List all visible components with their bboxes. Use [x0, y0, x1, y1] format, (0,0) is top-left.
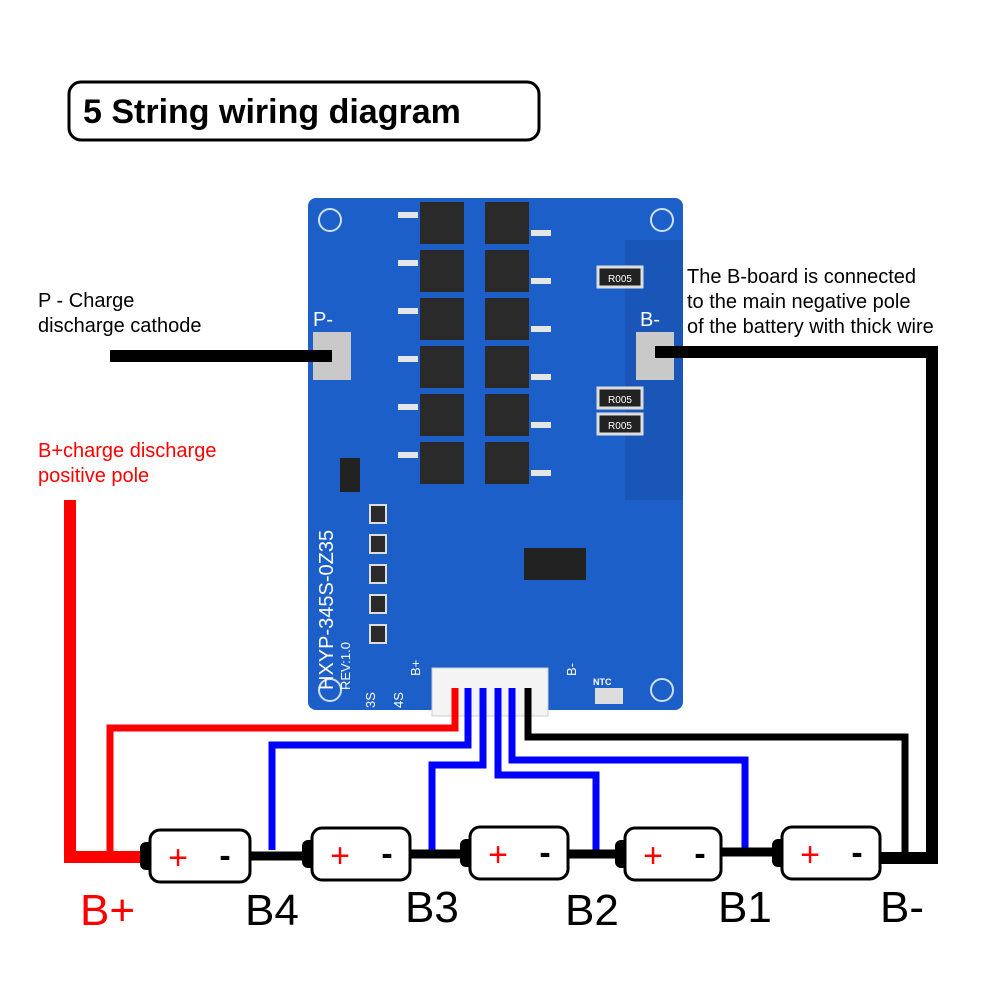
terminal-b3: B3: [405, 883, 459, 932]
svg-text:+: +: [488, 836, 508, 874]
title-box: 5 String wiring diagram: [67, 80, 541, 142]
bms-board: R005 R005 R005 P- B- HXYP-345S-0Z35 REV:…: [308, 198, 683, 717]
b1-sense-wire: [508, 688, 749, 850]
p-minus-text: P-: [313, 309, 333, 331]
b-minus-text: B-: [640, 309, 660, 331]
terminal-bplus: B+: [80, 886, 135, 935]
b2-sense-wire: [494, 688, 600, 850]
terminal-b2: B2: [565, 886, 619, 935]
b-plus-thick-wire: [64, 500, 140, 863]
bminus-label-line3: of the battery with thick wire: [687, 316, 934, 338]
resistor-label: R005: [608, 421, 632, 432]
p-label-line1: P - Charge: [38, 290, 134, 312]
model-text: HXYP-345S-0Z35: [316, 530, 338, 690]
wires: [64, 346, 938, 864]
battery-string: + - + - + - + - + -: [140, 825, 882, 884]
battery-cell: + -: [772, 825, 882, 881]
terminal-b1: B1: [718, 883, 772, 932]
b-plus-sense-wire: [106, 688, 459, 855]
3s-text: 3S: [363, 692, 378, 708]
b-minus-sense-wire: [524, 688, 909, 852]
ntc-text: NTC: [593, 677, 612, 687]
diagram-title: 5 String wiring diagram: [83, 93, 461, 131]
battery-cell: + -: [140, 828, 252, 884]
svg-text:+: +: [168, 839, 188, 877]
battery-cell: + -: [460, 825, 570, 881]
resistor-label: R005: [608, 274, 632, 285]
svg-text:+: +: [800, 836, 820, 874]
mosfet-array: [420, 202, 529, 484]
4s-text: 4S: [391, 692, 406, 708]
terminal-b4: B4: [245, 886, 299, 935]
bminus-label-line2: to the main negative pole: [687, 291, 911, 313]
b-minus-thick-wire: [655, 346, 938, 864]
battery-cell: + -: [302, 826, 412, 882]
bminus-label-line1: The B-board is connected: [687, 266, 916, 288]
svg-text:-: -: [851, 834, 862, 872]
p-label-line2: discharge cathode: [38, 315, 201, 337]
svg-text:-: -: [694, 835, 705, 873]
terminal-bminus: B-: [880, 883, 924, 932]
svg-text:-: -: [381, 835, 392, 873]
resistor-label: R005: [608, 395, 632, 406]
bplus-label-line2: positive pole: [38, 465, 149, 487]
bplus-label-line1: B+charge discharge: [38, 440, 216, 462]
svg-text:-: -: [219, 837, 230, 875]
svg-text:-: -: [539, 834, 550, 872]
b4-sense-wire: [268, 688, 472, 850]
bplus-pcb-text: B+: [408, 660, 423, 676]
battery-cell: + -: [615, 826, 723, 882]
svg-text:+: +: [643, 837, 663, 875]
revision-text: REV:1.0: [338, 642, 353, 690]
bminus-pcb-text: B-: [564, 663, 579, 676]
b3-sense-wire: [428, 688, 487, 850]
svg-text:+: +: [330, 837, 350, 875]
